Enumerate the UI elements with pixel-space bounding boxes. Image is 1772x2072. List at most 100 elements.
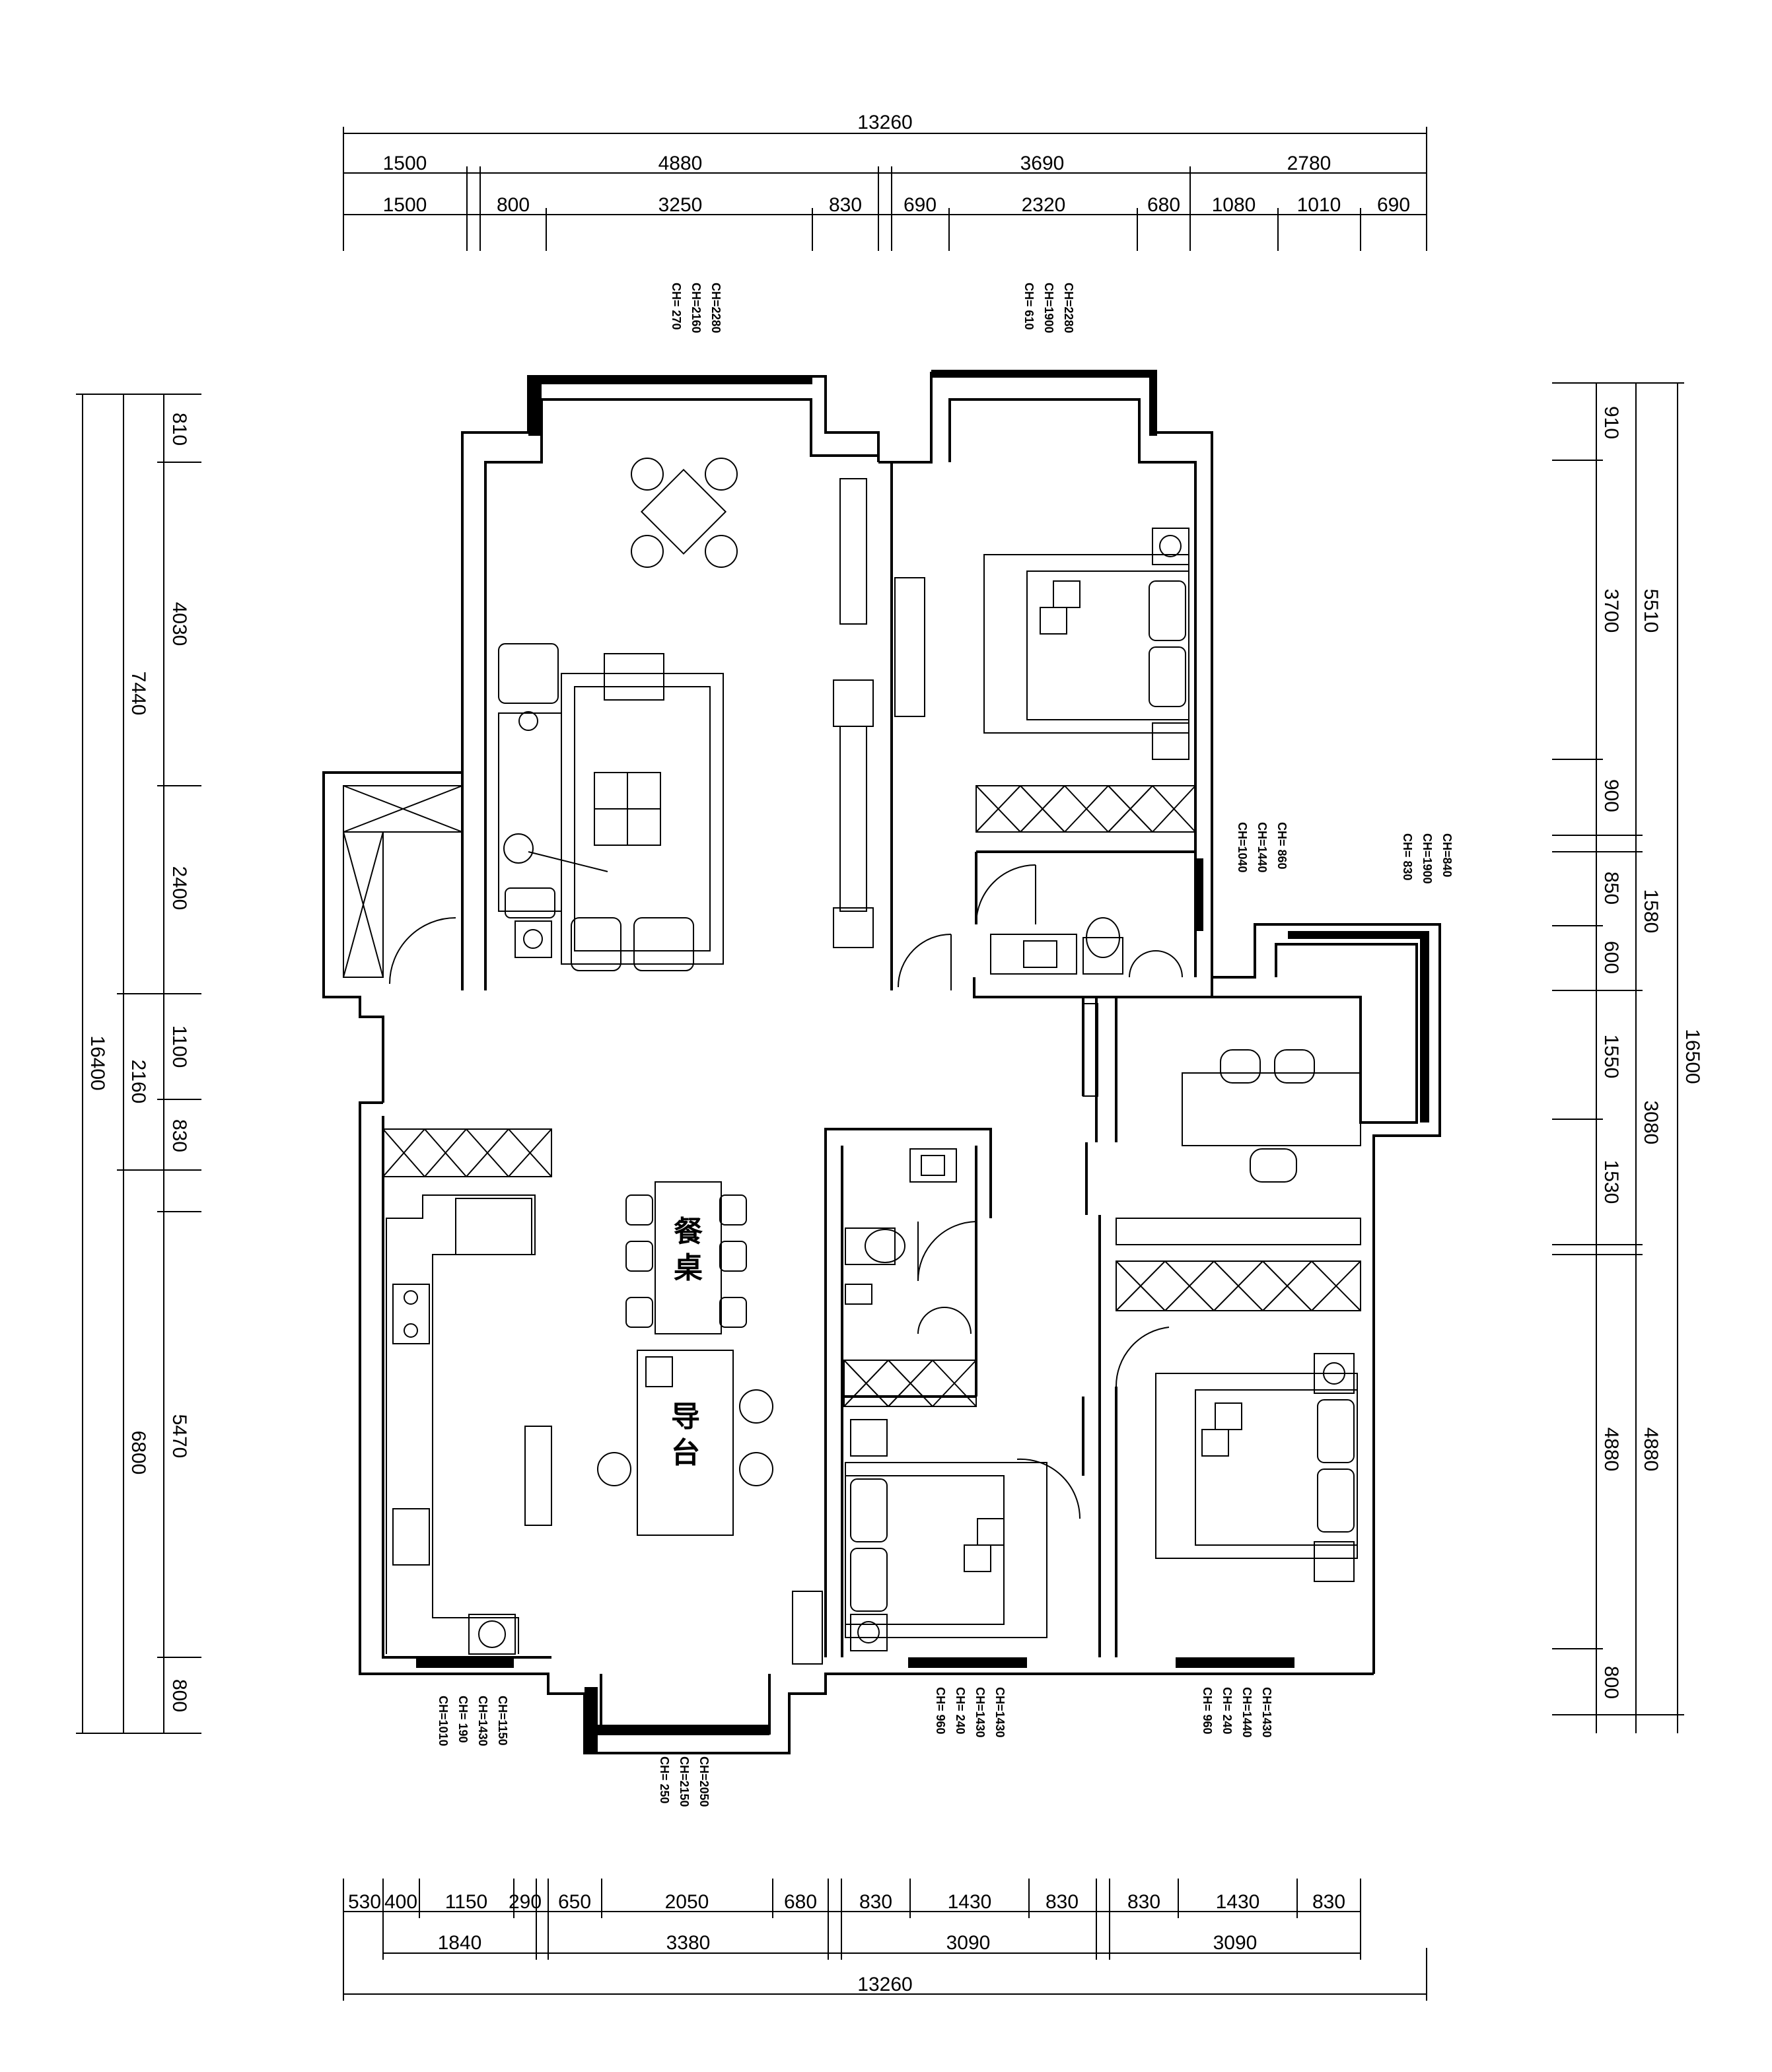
window-label: CH=1010 bbox=[437, 1696, 450, 1746]
bottom-dimensions: 530 400 1150 290 650 2050 680 830 1430 8… bbox=[343, 1879, 1427, 2001]
bottom-dim: 830 bbox=[1127, 1891, 1160, 1913]
window-label: CH=2280 bbox=[709, 283, 723, 333]
window-label: CH=1430 bbox=[993, 1687, 1007, 1738]
right-dimensions: 910 3700 900 850 600 1550 1530 4880 800 … bbox=[1552, 382, 1703, 1733]
right-dim: 1580 bbox=[1640, 889, 1662, 934]
bottom-dim: 680 bbox=[784, 1891, 817, 1913]
top-dim: 830 bbox=[829, 194, 862, 216]
island-counter: 导 台 bbox=[597, 1350, 773, 1536]
left-dim: 5470 bbox=[168, 1414, 190, 1459]
window-label: CH=2280 bbox=[1062, 283, 1075, 333]
bottom-dim: 2050 bbox=[665, 1891, 709, 1913]
right-bedroom-wardrobe bbox=[1115, 1218, 1361, 1387]
window-label: CH=2160 bbox=[690, 283, 703, 333]
left-dimensions: 810 4030 2400 1100 830 5470 800 7440 216… bbox=[76, 394, 201, 1734]
window-label: CH= 960 bbox=[934, 1687, 947, 1735]
top-dim: 2780 bbox=[1287, 153, 1331, 174]
top-dim: 800 bbox=[497, 194, 530, 216]
bottom-dim: 1840 bbox=[438, 1932, 482, 1954]
bottom-dim: 830 bbox=[1312, 1891, 1345, 1913]
top-dim: 3250 bbox=[658, 194, 703, 216]
right-dim: 5510 bbox=[1640, 589, 1662, 633]
left-dim: 6800 bbox=[127, 1431, 149, 1475]
top-dim: 1500 bbox=[383, 194, 427, 216]
right-dim: 910 bbox=[1600, 406, 1622, 439]
window-label: CH=1150 bbox=[496, 1696, 509, 1746]
left-dim: 7440 bbox=[127, 672, 149, 716]
window-label: CH= 860 bbox=[1275, 822, 1289, 870]
window-labels: CH=2280 CH=2160 CH= 270 CH=2280 CH=1900 … bbox=[437, 283, 1454, 1807]
window-label: CH= 610 bbox=[1022, 283, 1036, 330]
top-bathroom-fixtures bbox=[898, 864, 1183, 990]
exterior-walls bbox=[322, 372, 1441, 1754]
left-dim: 2160 bbox=[127, 1060, 149, 1104]
bottom-dim: 830 bbox=[1045, 1891, 1079, 1913]
window-label: CH=1900 bbox=[1421, 833, 1434, 884]
top-bedroom-bed bbox=[894, 528, 1189, 760]
window-label: CH= 190 bbox=[456, 1696, 470, 1743]
top-dim: 1080 bbox=[1212, 194, 1256, 216]
right-dim: 800 bbox=[1600, 1666, 1622, 1699]
balcony-cabinet bbox=[343, 785, 463, 984]
bottom-dim: 650 bbox=[558, 1891, 591, 1913]
right-dim: 3080 bbox=[1640, 1101, 1662, 1145]
bottom-total-dim: 13260 bbox=[857, 1974, 912, 1995]
lower-bedroom bbox=[792, 1360, 1081, 1665]
right-bedroom-bed bbox=[1155, 1353, 1358, 1582]
bottom-dim: 1430 bbox=[1216, 1891, 1260, 1913]
top-dim: 1010 bbox=[1297, 194, 1341, 216]
bottom-dim: 530 bbox=[348, 1891, 381, 1913]
window-label: CH= 270 bbox=[670, 283, 683, 330]
window-label: CH= 250 bbox=[658, 1756, 671, 1804]
window-label: CH=840 bbox=[1440, 833, 1454, 878]
top-dimensions: 13260 1500 4880 3690 2780 1500 800 3250 … bbox=[343, 112, 1427, 251]
right-dim: 900 bbox=[1600, 779, 1622, 812]
island-label-2: 台 bbox=[671, 1436, 700, 1470]
dining-table-label-2: 桌 bbox=[674, 1251, 703, 1285]
bottom-dim: 400 bbox=[384, 1891, 417, 1913]
window-label: CH= 240 bbox=[954, 1687, 967, 1735]
window-label: CH= 240 bbox=[1221, 1687, 1234, 1735]
window-label: CH=1430 bbox=[1260, 1687, 1273, 1738]
top-dim: 2320 bbox=[1022, 194, 1066, 216]
right-total-dim: 16500 bbox=[1682, 1029, 1703, 1084]
top-dim: 680 bbox=[1147, 194, 1180, 216]
top-dim: 1500 bbox=[383, 153, 427, 174]
left-dim: 2400 bbox=[168, 866, 190, 911]
window-label: CH=2150 bbox=[678, 1756, 691, 1807]
left-total-dim: 16400 bbox=[87, 1035, 108, 1090]
right-dim: 600 bbox=[1600, 941, 1622, 974]
left-dim: 810 bbox=[168, 413, 190, 446]
right-dim: 3700 bbox=[1600, 589, 1622, 633]
windows bbox=[416, 370, 1429, 1753]
window-label: CH=1430 bbox=[974, 1687, 987, 1738]
window-label: CH=1040 bbox=[1236, 822, 1249, 873]
window-label: CH=1440 bbox=[1240, 1687, 1254, 1738]
top-dim: 4880 bbox=[658, 153, 703, 174]
left-dim: 800 bbox=[168, 1679, 190, 1712]
right-dim: 4880 bbox=[1600, 1428, 1622, 1472]
dining-table-label-1: 餐 bbox=[674, 1215, 703, 1249]
right-dim: 1550 bbox=[1600, 1035, 1622, 1079]
study-desk bbox=[1082, 1003, 1361, 1183]
right-dim: 4880 bbox=[1640, 1428, 1662, 1472]
bottom-dim: 1430 bbox=[948, 1891, 992, 1913]
top-dim: 690 bbox=[1377, 194, 1410, 216]
dining-table: 餐 桌 bbox=[625, 1181, 747, 1334]
bottom-dim: 3090 bbox=[946, 1932, 991, 1954]
window-label: CH= 960 bbox=[1201, 1687, 1214, 1735]
sofa-set bbox=[498, 643, 724, 971]
right-dim: 1530 bbox=[1600, 1160, 1622, 1204]
bottom-dim: 1150 bbox=[445, 1891, 488, 1913]
left-dim: 4030 bbox=[168, 602, 190, 646]
top-total-dim: 13260 bbox=[857, 112, 912, 133]
window-label: CH=2050 bbox=[697, 1756, 711, 1807]
bottom-dim: 3090 bbox=[1213, 1932, 1258, 1954]
lower-bathroom-fixtures bbox=[845, 1148, 977, 1334]
window-label: CH=1430 bbox=[476, 1696, 489, 1746]
window-label: CH=1440 bbox=[1256, 822, 1269, 873]
left-dim: 1100 bbox=[168, 1025, 190, 1068]
top-bedroom-wardrobe bbox=[975, 785, 1196, 833]
square-table-with-chairs bbox=[631, 458, 738, 568]
